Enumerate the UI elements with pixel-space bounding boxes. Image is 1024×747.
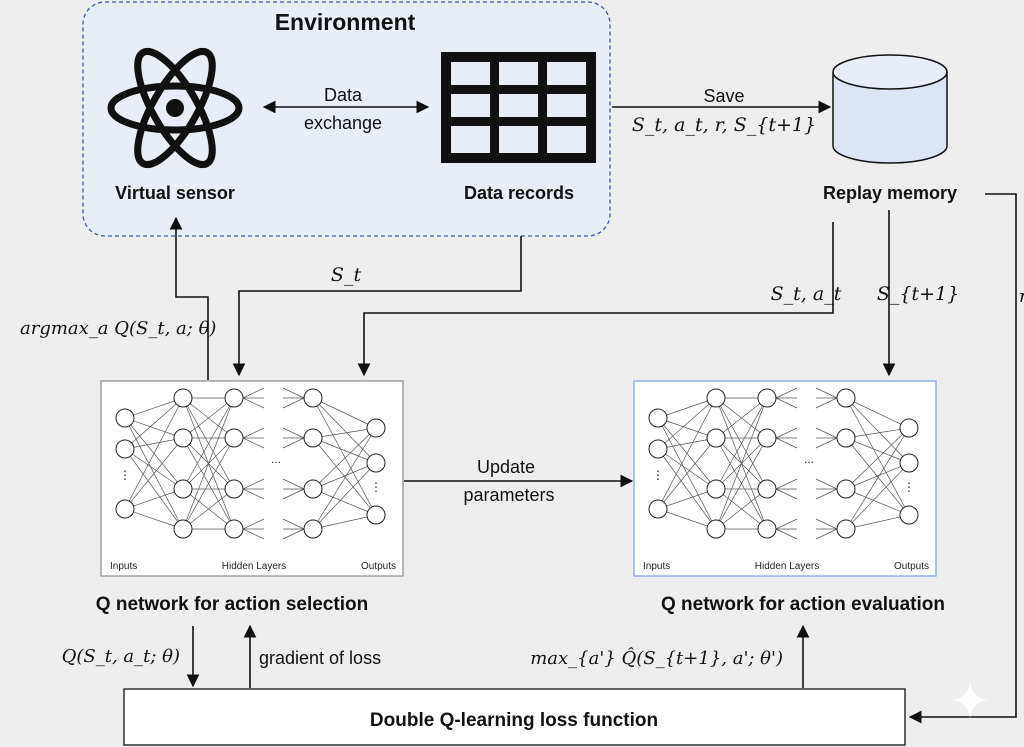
state-action-arrow [357,222,834,377]
data-records-grid-icon [441,52,596,163]
transition-label: S_t, a_t, r, S_{t+1} [632,114,816,136]
left-hidden-label: Hidden Layers [222,561,286,572]
sparkle-icon [952,682,988,718]
loss-function-box: Double Q-learning loss function [123,688,906,746]
state-arrow [232,236,522,377]
svg-text:⋮: ⋮ [652,468,664,482]
loss-function-label: Double Q-learning loss function [370,710,658,731]
atom-icon [107,47,243,169]
replay-memory-label: Replay memory [823,183,957,203]
update-label-2: parameters [463,485,554,505]
next-state-label: S_{t+1} [877,283,959,305]
data-exchange-label-1: Data [324,85,363,105]
argmax-arrow [169,216,209,380]
svg-text:⋮: ⋮ [903,480,915,494]
network-diagram-left: ⋮ ⋮... [115,387,386,540]
state-label: S_t [331,264,362,286]
state-action-label: S_t, a_t [771,283,842,305]
q-value-label: Q(S_t, a_t; θ) [62,646,180,667]
database-cylinder-icon [832,54,948,164]
left-network-title: Q network for action selection [96,594,368,615]
svg-text:⋮: ⋮ [370,480,382,494]
action-selection-network: ⋮ ⋮... Inputs Hidden Layers Outputs [100,380,404,577]
svg-text:...: ... [271,452,281,466]
left-outputs-label: Outputs [361,561,396,572]
gradient-label: gradient of loss [259,648,381,668]
reward-label: r [1019,286,1024,307]
network-diagram-right: ⋮ ⋮... [648,387,919,540]
reward-arrow [908,193,1017,724]
right-hidden-label: Hidden Layers [755,561,819,572]
max-target-label: max_{a'} Q̂(S_{t+1}, a'; θ') [530,647,783,669]
right-inputs-label: Inputs [643,561,670,572]
virtual-sensor-label: Virtual sensor [115,183,235,203]
data-records-label: Data records [464,183,574,203]
data-exchange-label-2: exchange [304,113,382,133]
argmax-label: argmax_a Q(S_t, a; θ) [20,318,216,339]
svg-text:...: ... [804,452,814,466]
update-label-1: Update [477,457,535,477]
action-evaluation-network: ⋮ ⋮... Inputs Hidden Layers Outputs [633,380,937,577]
save-label: Save [703,86,744,106]
right-network-title: Q network for action evaluation [661,594,945,615]
right-outputs-label: Outputs [894,561,929,572]
left-inputs-label: Inputs [110,561,137,572]
environment-title: Environment [275,9,416,35]
svg-text:⋮: ⋮ [119,468,131,482]
